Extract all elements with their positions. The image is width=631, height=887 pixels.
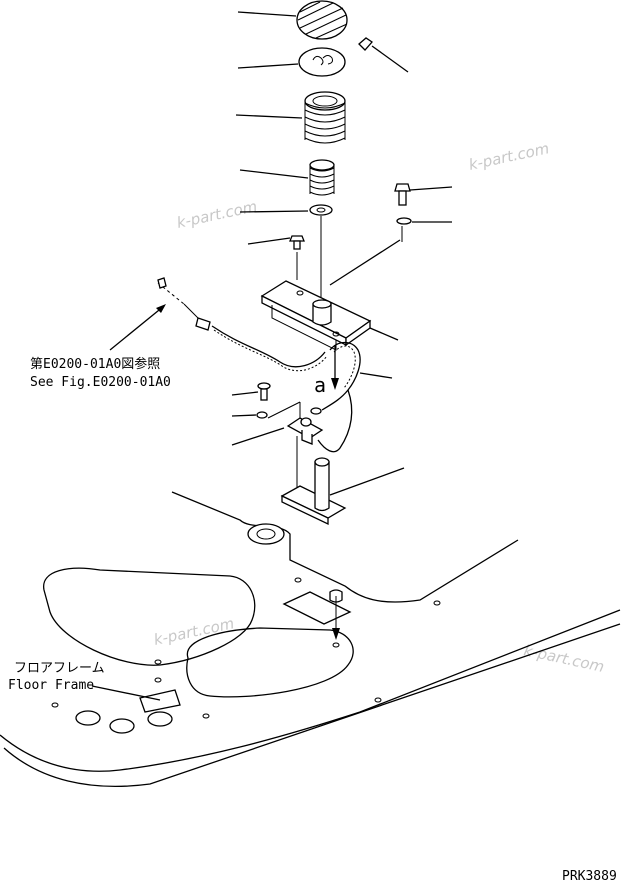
watermark-4: k-part.com bbox=[522, 641, 606, 676]
pin-part bbox=[358, 37, 409, 73]
watermark-1: k-part.com bbox=[467, 139, 551, 174]
marker-label: a bbox=[314, 373, 326, 397]
floor-frame-label-jp: フロアフレーム bbox=[14, 661, 105, 676]
large-spring-part bbox=[235, 91, 346, 144]
small-spring-part bbox=[239, 159, 335, 196]
reference-callout: 第E0200-01A0図参照 See Fig.E0200-01A0 bbox=[30, 304, 171, 390]
wire-harness-part bbox=[157, 277, 393, 453]
small-bolt-part bbox=[231, 382, 271, 401]
spring-washer-part bbox=[329, 217, 452, 286]
hex-bolt-part bbox=[394, 183, 453, 206]
switch-mount-plate-part bbox=[267, 401, 324, 490]
watermark-2: k-part.com bbox=[175, 197, 259, 232]
stopper-post-part bbox=[280, 457, 405, 526]
washer-part bbox=[239, 204, 333, 300]
assembly-arrow-a: a bbox=[314, 345, 339, 397]
floor-frame-label-en: Floor Frame bbox=[8, 678, 94, 693]
reference-note-jp: 第E0200-01A0図参照 bbox=[30, 356, 160, 372]
reference-note-en: See Fig.E0200-01A0 bbox=[30, 375, 171, 390]
switch-bracket-part bbox=[260, 280, 399, 351]
leader-line bbox=[231, 427, 285, 446]
floor-frame-part: フロアフレーム Floor Frame bbox=[0, 491, 621, 787]
small-washer-part bbox=[231, 411, 268, 419]
pedal-cap-part bbox=[237, 0, 348, 40]
drawing-code: PRK3889 bbox=[562, 869, 617, 884]
retainer-plate-part bbox=[237, 47, 346, 77]
cap-bolt-part bbox=[247, 235, 305, 280]
